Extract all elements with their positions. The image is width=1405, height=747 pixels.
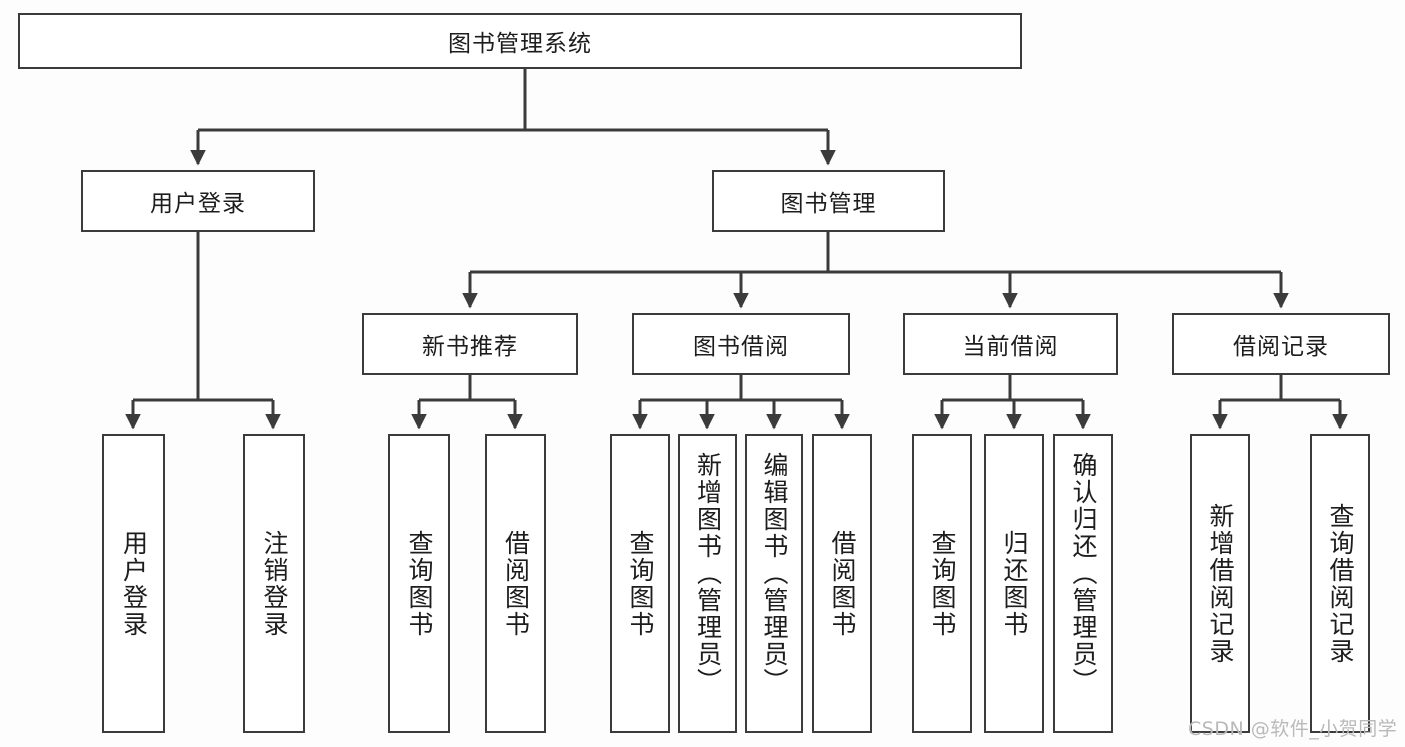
node-label: 新书推荐 — [422, 334, 518, 360]
node-leaf-confirm-return-admin[interactable]: 确认归还（管理员） — [1053, 434, 1113, 733]
node-label: 查询借阅记录 — [1326, 502, 1355, 665]
node-label: 确认归还（管理员） — [1069, 452, 1098, 695]
node-label: 用户登录 — [150, 191, 246, 217]
node-leaf-logout[interactable]: 注销登录 — [243, 434, 305, 733]
node-label: 查询图书 — [928, 529, 957, 638]
node-borrow-records[interactable]: 借阅记录 — [1172, 313, 1390, 375]
node-new-book-recommend[interactable]: 新书推荐 — [362, 313, 578, 375]
node-user-login[interactable]: 用户登录 — [81, 170, 315, 232]
node-label: 注销登录 — [260, 529, 289, 638]
node-label: 编辑图书（管理员） — [760, 452, 789, 695]
node-leaf-query-book-new[interactable]: 查询图书 — [388, 434, 450, 733]
node-leaf-return-book[interactable]: 归还图书 — [984, 434, 1044, 733]
node-book-management[interactable]: 图书管理 — [712, 170, 945, 232]
node-label: 新增图书（管理员） — [693, 452, 723, 695]
node-label: 借阅图书 — [828, 529, 857, 638]
node-label: 查询图书 — [626, 529, 655, 638]
node-leaf-query-book[interactable]: 查询图书 — [610, 434, 670, 733]
node-leaf-borrow-book-new[interactable]: 借阅图书 — [485, 434, 546, 733]
node-book-borrow[interactable]: 图书借阅 — [632, 313, 850, 375]
node-leaf-borrow-book[interactable]: 借阅图书 — [812, 434, 872, 733]
node-root-label: 图书管理系统 — [448, 31, 592, 57]
node-leaf-query-book-current[interactable]: 查询图书 — [912, 434, 972, 733]
node-label: 归还图书 — [1000, 529, 1029, 638]
node-leaf-edit-book-admin[interactable]: 编辑图书（管理员） — [745, 434, 803, 733]
node-label: 图书管理 — [780, 191, 877, 217]
node-label: 当前借阅 — [962, 334, 1059, 360]
node-leaf-query-borrow-record[interactable]: 查询借阅记录 — [1310, 434, 1370, 733]
node-leaf-add-book-admin[interactable]: 新增图书（管理员） — [678, 434, 737, 733]
node-root-system[interactable]: 图书管理系统 — [18, 13, 1022, 69]
node-label: 借阅图书 — [501, 529, 531, 638]
node-leaf-user-login[interactable]: 用户登录 — [102, 434, 165, 733]
node-leaf-add-borrow-record[interactable]: 新增借阅记录 — [1190, 434, 1250, 733]
node-label: 查询图书 — [405, 529, 434, 638]
csdn-watermark: CSDN @软件_小贺同学 — [1188, 718, 1398, 740]
node-label: 图书借阅 — [693, 334, 789, 360]
node-label: 借阅记录 — [1233, 334, 1329, 360]
node-current-borrow[interactable]: 当前借阅 — [903, 313, 1118, 375]
node-label: 用户登录 — [119, 529, 149, 638]
node-label: 新增借阅记录 — [1206, 502, 1235, 665]
